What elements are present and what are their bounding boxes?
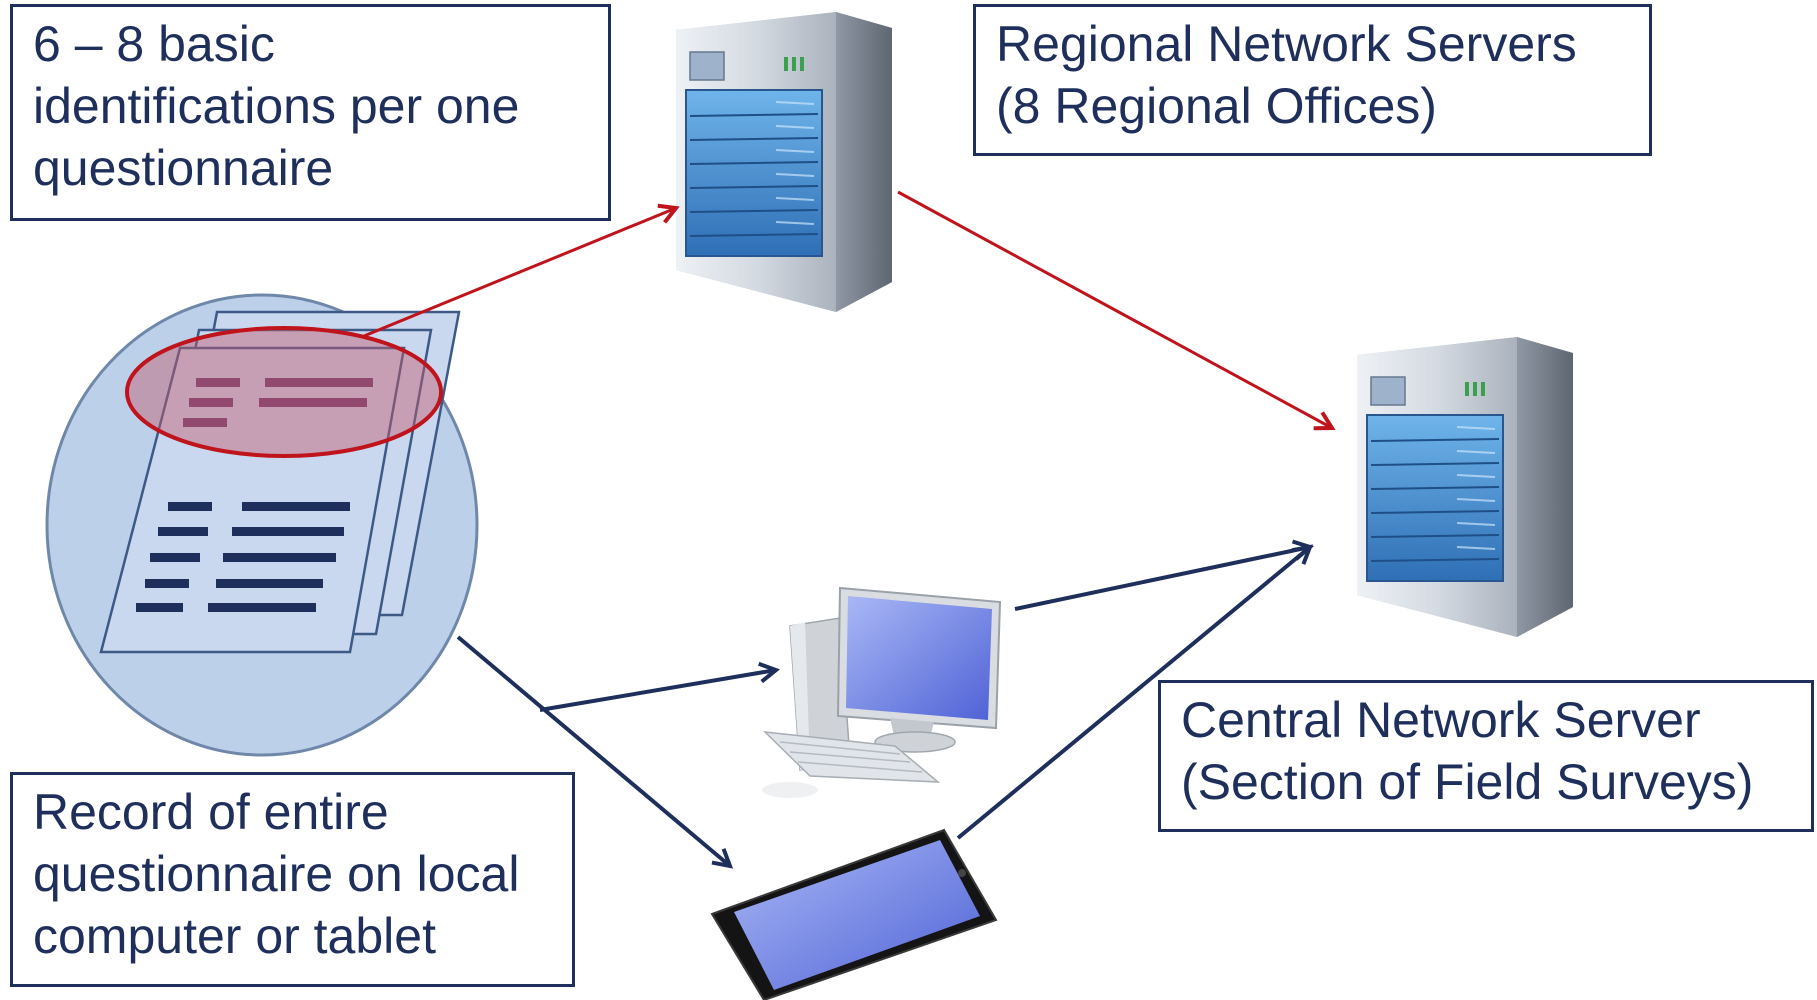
identifications-line-2: identifications per one (33, 78, 520, 134)
record-line-2: questionnaire on local (33, 846, 520, 902)
identifications-line-3: questionnaire (33, 140, 334, 196)
arrow-pages-to-regional (363, 208, 676, 338)
regional-servers-label-box: Regional Network Servers (8 Regional Off… (973, 4, 1652, 156)
central-server-icon (1357, 337, 1573, 637)
tablet-icon (710, 828, 998, 1000)
record-line-1: Record of entire (33, 784, 389, 840)
arrow-pages-to-tablet (456, 635, 730, 866)
central-line-2: (Section of Field Surveys) (1181, 754, 1754, 810)
identifications-line-1: 6 – 8 basic (33, 16, 275, 72)
regional-server-icon (676, 12, 892, 312)
arrow-desktop-to-central (1014, 547, 1310, 611)
arrow-pages-to-desktop (539, 670, 776, 712)
regional-line-1: Regional Network Servers (996, 16, 1577, 72)
questionnaire-pages-icon (45, 293, 479, 757)
identifications-label-box: 6 – 8 basic identifications per one ques… (10, 4, 611, 221)
record-line-3: computer or tablet (33, 908, 436, 964)
arrow-tablet-to-central (956, 547, 1310, 840)
arrow-regional-to-central (897, 190, 1332, 428)
central-server-label-box: Central Network Server (Section of Field… (1158, 680, 1814, 832)
regional-line-2: (8 Regional Offices) (996, 78, 1437, 134)
desktop-computer-icon (762, 586, 1002, 798)
central-line-1: Central Network Server (1181, 692, 1701, 748)
record-label-box: Record of entire questionnaire on local … (10, 772, 575, 987)
